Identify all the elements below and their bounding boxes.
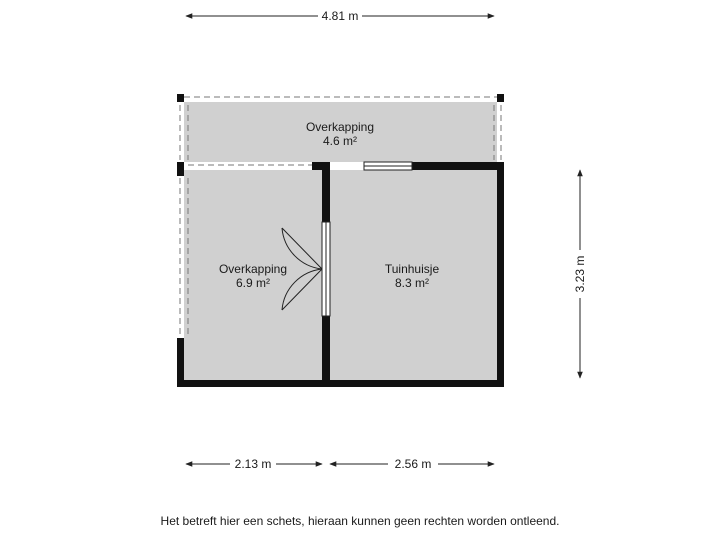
overkapping-left-floor bbox=[184, 170, 323, 380]
post bbox=[497, 94, 504, 102]
window bbox=[363, 161, 413, 171]
tuinhuisje-floor bbox=[330, 170, 498, 380]
dimension-top: 4.81 m bbox=[185, 9, 495, 23]
post bbox=[177, 94, 184, 102]
dimension-bottom-left: 2.13 m bbox=[185, 457, 323, 471]
open-edges bbox=[179, 96, 502, 338]
dimension-bottom-left-label: 2.13 m bbox=[235, 457, 272, 471]
dimension-right-label: 3.23 m bbox=[573, 256, 587, 293]
room-area-overkapping-top: 4.6 m² bbox=[323, 134, 357, 148]
walls bbox=[177, 162, 504, 387]
overkapping-top-floor bbox=[184, 102, 497, 162]
room-name-overkapping-left: Overkapping bbox=[219, 262, 287, 276]
dimension-bottom-right: 2.56 m bbox=[329, 457, 495, 471]
room-area-overkapping-left: 6.9 m² bbox=[236, 276, 270, 290]
dimension-right: 3.23 m bbox=[573, 169, 587, 379]
dimension-bottom-right-label: 2.56 m bbox=[395, 457, 432, 471]
room-name-overkapping-top: Overkapping bbox=[306, 120, 374, 134]
door-swing bbox=[281, 227, 323, 311]
disclaimer-text: Het betreft hier een schets, hieraan kun… bbox=[160, 514, 560, 528]
room-name-tuinhuisje: Tuinhuisje bbox=[385, 262, 440, 276]
dimension-top-label: 4.81 m bbox=[322, 9, 359, 23]
room-area-tuinhuisje: 8.3 m² bbox=[395, 276, 429, 290]
